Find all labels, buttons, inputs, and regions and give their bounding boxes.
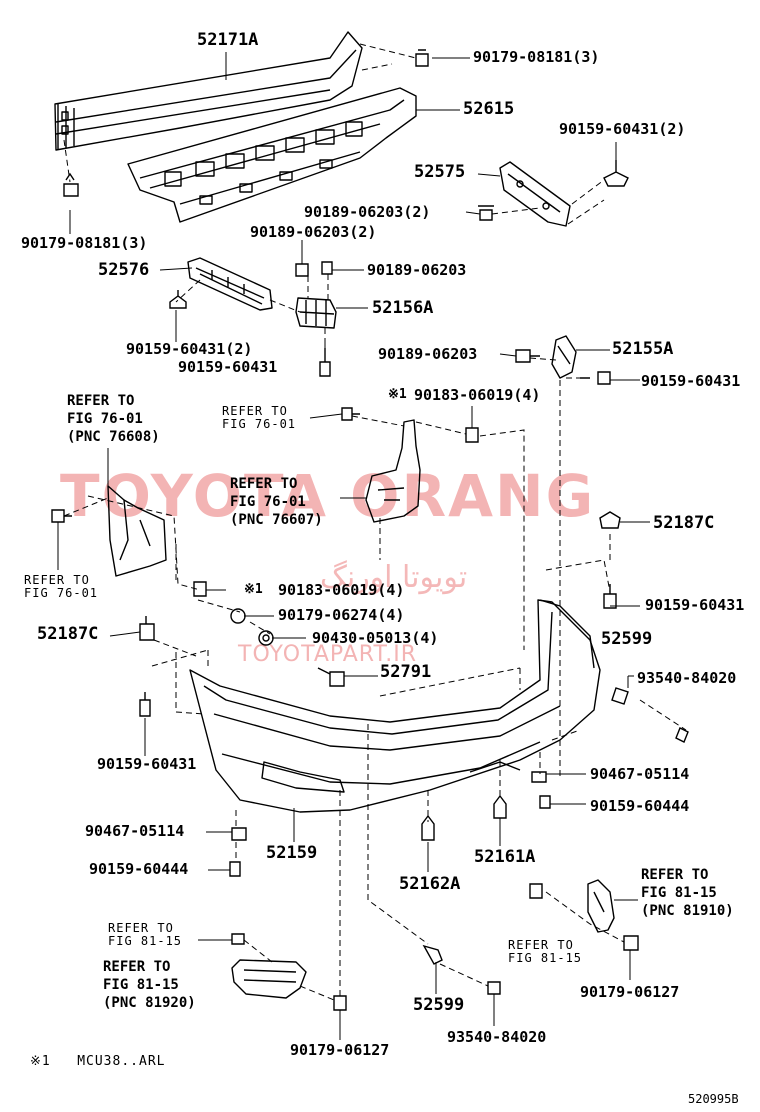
- part-number-90159-60431-2[interactable]: 90159-60431(2): [126, 340, 253, 358]
- refer-fig-81-15-pnc-81920[interactable]: REFER TO FIG 81-15 (PNC 81920): [103, 959, 196, 1011]
- note-mark-top: ※1: [388, 387, 407, 402]
- refer-fig-76-01-pnc-76608[interactable]: REFER TO FIG 76-01 (PNC 76608): [67, 393, 160, 445]
- assembly-lines: [63, 43, 687, 1001]
- part-number-52162A[interactable]: 52162A: [399, 874, 461, 894]
- mudguard-76608: [107, 485, 167, 577]
- part-number-52615[interactable]: 52615: [463, 99, 515, 119]
- part-number-90179-06127-left[interactable]: 90179-06127: [290, 1041, 390, 1059]
- part-number-52187C-right[interactable]: 52187C: [653, 513, 715, 533]
- part-number-90159-60431-c[interactable]: 90159-60431: [645, 596, 745, 614]
- part-number-90179-06274[interactable]: 90179-06274(4): [278, 606, 405, 624]
- part-number-90189-06203-b[interactable]: 90189-06203(2): [250, 223, 377, 241]
- part-number-52187C-left[interactable]: 52187C: [37, 624, 99, 644]
- part-number-90467-05114-right[interactable]: 90467-05114: [590, 765, 690, 783]
- part-number-52159[interactable]: 52159: [266, 843, 318, 863]
- part-number-90159-60431-top-right[interactable]: 90159-60431(2): [559, 120, 686, 138]
- fasteners: [51, 49, 689, 1011]
- part-number-93540-84020-top[interactable]: 93540-84020: [637, 669, 737, 687]
- refer-fig-81-15-right-small[interactable]: REFER TO FIG 81-15: [508, 938, 583, 965]
- leader-lines: [57, 52, 650, 1040]
- part-number-90183-06019-top[interactable]: 90183-06019(4): [414, 386, 541, 404]
- footnote: ※1 MCU38..ARL: [30, 1054, 166, 1069]
- part-number-90179-06127-right[interactable]: 90179-06127: [580, 983, 680, 1001]
- part-number-90179-08181-left[interactable]: 90179-08181(3): [21, 234, 148, 252]
- refer-fig-81-15-left-small[interactable]: REFER TO FIG 81-15: [108, 921, 183, 948]
- part-number-52791[interactable]: 52791: [380, 662, 432, 682]
- watermark-persian: تویوتا اورنگ: [320, 560, 468, 595]
- reflector-81910: [587, 879, 615, 933]
- part-number-93540-84020-bottom[interactable]: 93540-84020: [447, 1028, 547, 1046]
- part-number-52599-bottom[interactable]: 52599: [413, 995, 465, 1015]
- part-number-52155A[interactable]: 52155A: [612, 339, 674, 359]
- part-number-90467-05114-left[interactable]: 90467-05114: [85, 822, 185, 840]
- part-number-52575[interactable]: 52575: [414, 162, 466, 182]
- part-number-90189-06203-a[interactable]: 90189-06203(2): [304, 203, 431, 221]
- part-number-52576[interactable]: 52576: [98, 260, 150, 280]
- refer-fig-76-01-pnc-76607[interactable]: REFER TO FIG 76-01 (PNC 76607): [230, 476, 323, 528]
- watermark-url: TOYOTAPART.IR: [238, 642, 418, 667]
- part-number-90159-60431-b[interactable]: 90159-60431: [641, 372, 741, 390]
- energy-absorber-52615: [127, 87, 417, 223]
- part-number-90159-60431-d[interactable]: 90159-60431: [97, 755, 197, 773]
- mudguard-76607: [365, 419, 421, 523]
- spacer-52156A: [295, 297, 337, 329]
- bumper-reinforcement-52171A: [54, 31, 363, 151]
- refer-fig-76-01-top[interactable]: REFER TO FIG 76-01: [222, 404, 297, 431]
- bracket-52576: [187, 257, 273, 311]
- figure-id: 520995B: [688, 1092, 739, 1106]
- reflector-81920: [231, 959, 307, 999]
- refer-fig-76-01-left[interactable]: REFER TO FIG 76-01: [24, 573, 99, 600]
- refer-fig-81-15-pnc-81910[interactable]: REFER TO FIG 81-15 (PNC 81910): [641, 867, 734, 919]
- part-number-90179-08181-top[interactable]: 90179-08181(3): [473, 48, 600, 66]
- part-number-90159-60444-left[interactable]: 90159-60444: [89, 860, 189, 878]
- part-number-90430-05013[interactable]: 90430-05013(4): [312, 629, 439, 647]
- spacer-52155A: [551, 335, 577, 379]
- part-number-90189-06203-c[interactable]: 90189-06203: [367, 261, 467, 279]
- note-mark-mid: ※1: [244, 582, 263, 597]
- part-number-52156A[interactable]: 52156A: [372, 298, 434, 318]
- part-number-90183-06019-mid[interactable]: 90183-06019(4): [278, 581, 405, 599]
- part-number-52599-top[interactable]: 52599: [601, 629, 653, 649]
- part-number-90189-06203-d[interactable]: 90189-06203: [378, 345, 478, 363]
- bumper-cover-52159: [189, 599, 601, 813]
- part-number-52161A[interactable]: 52161A: [474, 847, 536, 867]
- watermark-brand: TOYOTA ORANG: [60, 462, 596, 530]
- part-number-90159-60431-a[interactable]: 90159-60431: [178, 358, 278, 376]
- part-number-52171A[interactable]: 52171A: [197, 30, 259, 50]
- bracket-52575: [499, 161, 571, 227]
- part-number-90159-60444-right[interactable]: 90159-60444: [590, 797, 690, 815]
